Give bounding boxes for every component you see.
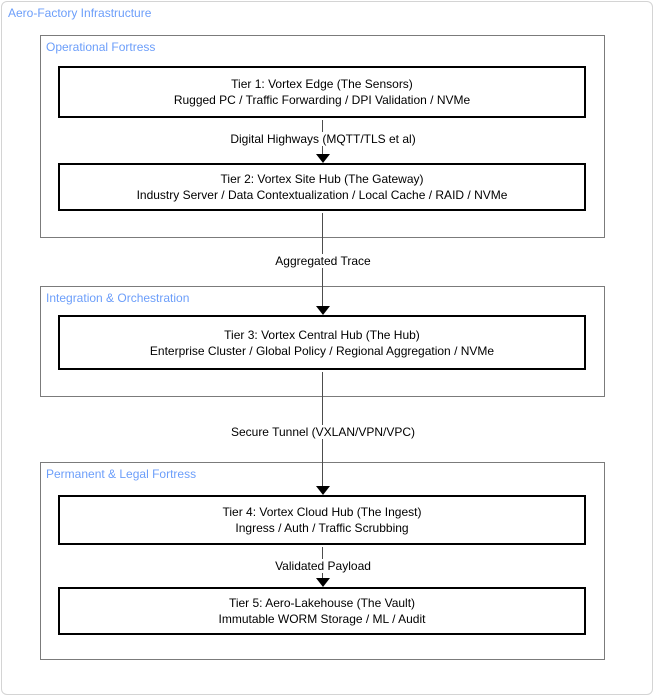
node-subtitle: Immutable WORM Storage / ML / Audit bbox=[218, 612, 426, 626]
node-subtitle: Ingress / Auth / Traffic Scrubbing bbox=[235, 521, 409, 535]
edge-label: Digital Highways (MQTT/TLS et al) bbox=[227, 132, 419, 146]
edge-label: Aggregated Trace bbox=[272, 254, 374, 268]
node-tier-2: Tier 2: Vortex Site Hub (The Gateway) In… bbox=[58, 163, 586, 211]
node-subtitle: Industry Server / Data Contextualization… bbox=[136, 188, 508, 202]
diagram-title: Aero-Factory Infrastructure bbox=[8, 6, 152, 20]
edge-label: Secure Tunnel (VXLAN/VPN/VPC) bbox=[227, 425, 419, 439]
arrowhead-icon bbox=[316, 154, 330, 163]
node-tier-1: Tier 1: Vortex Edge (The Sensors) Rugged… bbox=[58, 66, 586, 118]
node-tier-5: Tier 5: Aero-Lakehouse (The Vault) Immut… bbox=[58, 587, 586, 635]
node-title: Tier 4: Vortex Cloud Hub (The Ingest) bbox=[222, 505, 422, 519]
node-title: Tier 5: Aero-Lakehouse (The Vault) bbox=[228, 596, 416, 610]
node-title: Tier 3: Vortex Central Hub (The Hub) bbox=[224, 327, 420, 342]
node-tier-4: Tier 4: Vortex Cloud Hub (The Ingest) In… bbox=[58, 495, 586, 545]
node-tier-3: Tier 3: Vortex Central Hub (The Hub) Ent… bbox=[58, 315, 586, 370]
edge-label: Validated Payload bbox=[272, 559, 374, 573]
container-label: Integration & Orchestration bbox=[46, 291, 190, 305]
arrowhead-icon bbox=[316, 578, 330, 587]
arrowhead-icon bbox=[316, 486, 330, 495]
node-title: Tier 2: Vortex Site Hub (The Gateway) bbox=[220, 172, 424, 186]
node-subtitle: Rugged PC / Traffic Forwarding / DPI Val… bbox=[173, 93, 471, 107]
node-title: Tier 1: Vortex Edge (The Sensors) bbox=[231, 77, 413, 91]
container-label: Operational Fortress bbox=[46, 40, 156, 54]
arrowhead-icon bbox=[316, 306, 330, 315]
container-label: Permanent & Legal Fortress bbox=[46, 467, 197, 481]
node-subtitle: Enterprise Cluster / Global Policy / Reg… bbox=[149, 343, 495, 358]
